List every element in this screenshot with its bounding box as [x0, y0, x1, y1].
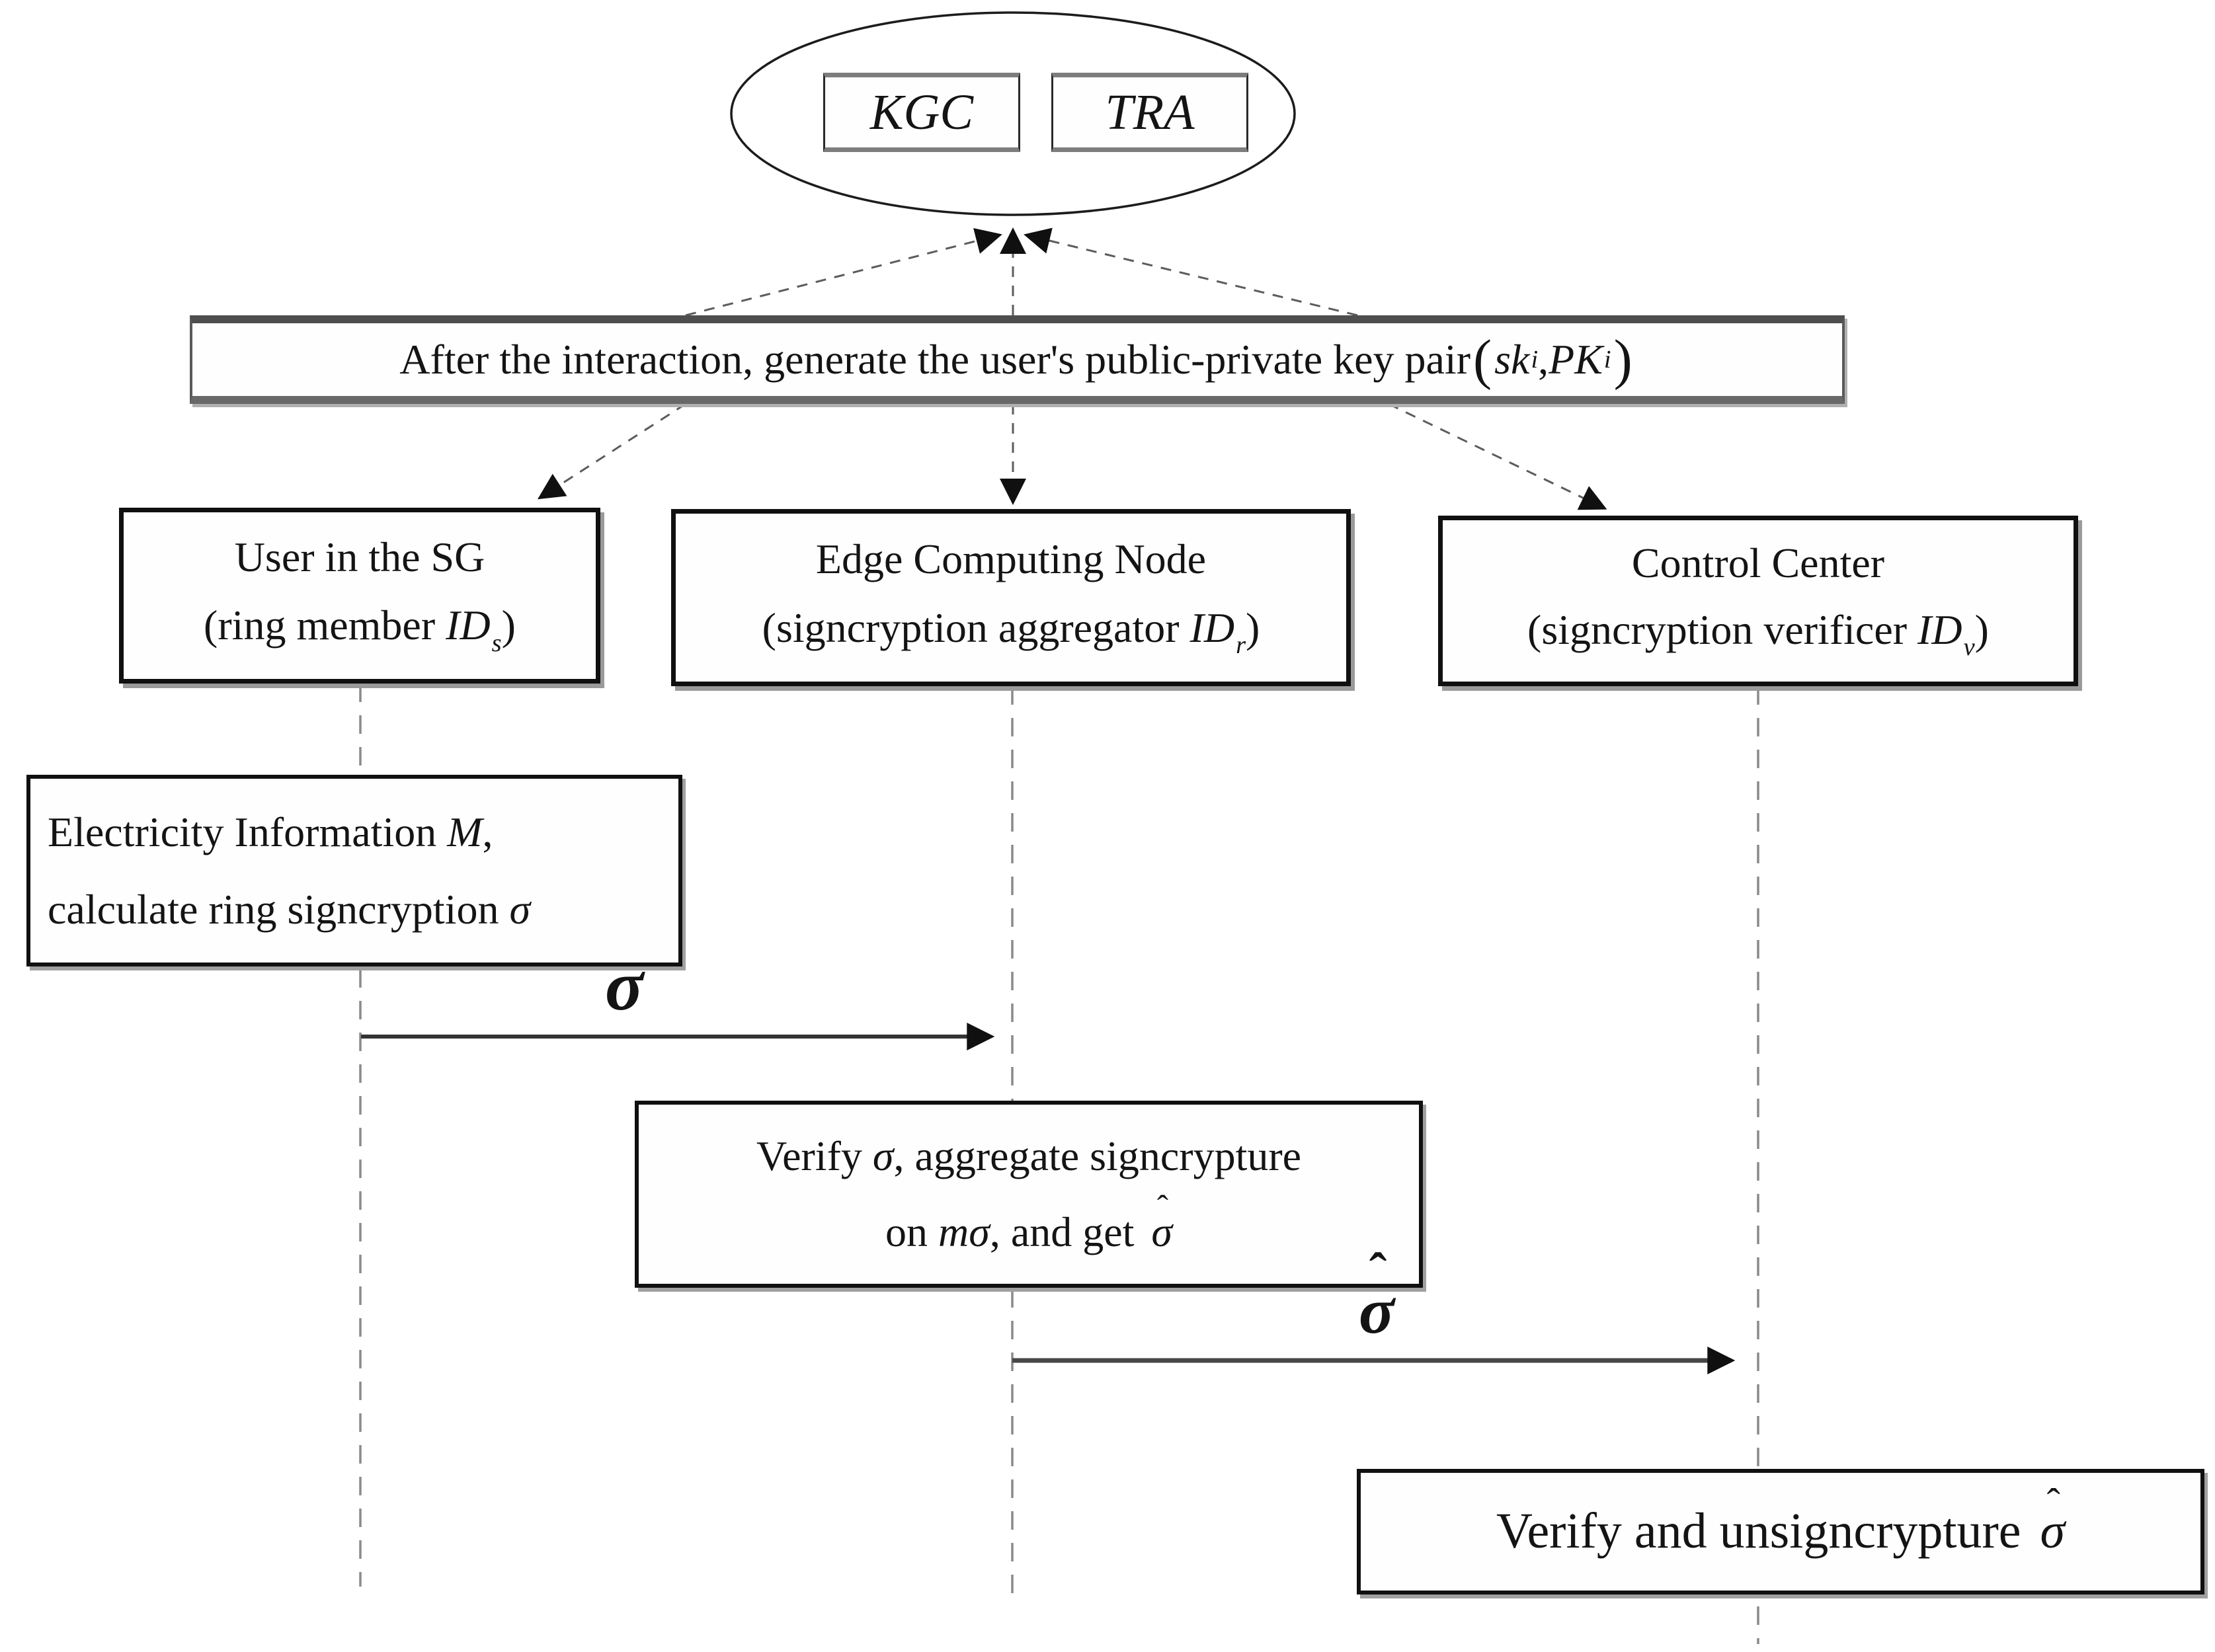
open-paren: ( — [1473, 329, 1492, 391]
control-actor-role: (signcryption verificer IDv) — [1527, 606, 1989, 662]
tra-box: TRA — [1051, 73, 1248, 152]
keygen-to-control-arrow — [1388, 403, 1607, 510]
aggregate-step-line1: Verify σ, aggregate signcrypture — [756, 1132, 1302, 1180]
ring-step-line2: calculate ring signcryption σ — [48, 885, 530, 933]
edge-actor-title: Edge Computing Node — [815, 535, 1207, 582]
ring-signcryption-step-box: Electricity Information M, calculate rin… — [26, 775, 682, 966]
edge-actor-role: (signcryption aggregator IDr) — [762, 604, 1260, 660]
pk-subscript: i — [1603, 346, 1611, 374]
control-actor-title: Control Center — [1631, 539, 1885, 587]
keygen-to-authority-arrow-right — [1024, 227, 1358, 317]
kgc-label: KGC — [869, 84, 974, 140]
sk-var: sk — [1494, 336, 1530, 383]
edge-actor-box: Edge Computing Node (signcryption aggreg… — [671, 509, 1351, 686]
pair-comma: , — [1538, 336, 1549, 383]
keygen-to-authority-arrow-left — [685, 228, 1002, 317]
user-actor-box: User in the SG (ring member IDs) — [119, 508, 600, 684]
ring-step-line1: Electricity Information M, — [48, 808, 493, 855]
pk-var: PK — [1549, 336, 1603, 383]
aggregate-step-box: Verify σ, aggregate signcrypture on mσ, … — [635, 1101, 1423, 1288]
user-actor-title: User in the SG — [234, 533, 485, 581]
keygen-to-user-arrow — [537, 403, 686, 500]
close-paren: ) — [1613, 329, 1632, 391]
tra-label: TRA — [1105, 84, 1195, 140]
keygen-note-text: After the interaction, generate the user… — [399, 336, 1470, 383]
kgc-box: KGC — [823, 73, 1020, 152]
sk-subscript: i — [1531, 346, 1539, 374]
keygen-note-box: After the interaction, generate the user… — [190, 315, 1845, 404]
user-actor-role: (ring member IDs) — [204, 602, 516, 657]
control-actor-box: Control Center (signcryption verificer I… — [1438, 516, 2078, 686]
sigma-message-label: σ — [605, 947, 644, 1025]
